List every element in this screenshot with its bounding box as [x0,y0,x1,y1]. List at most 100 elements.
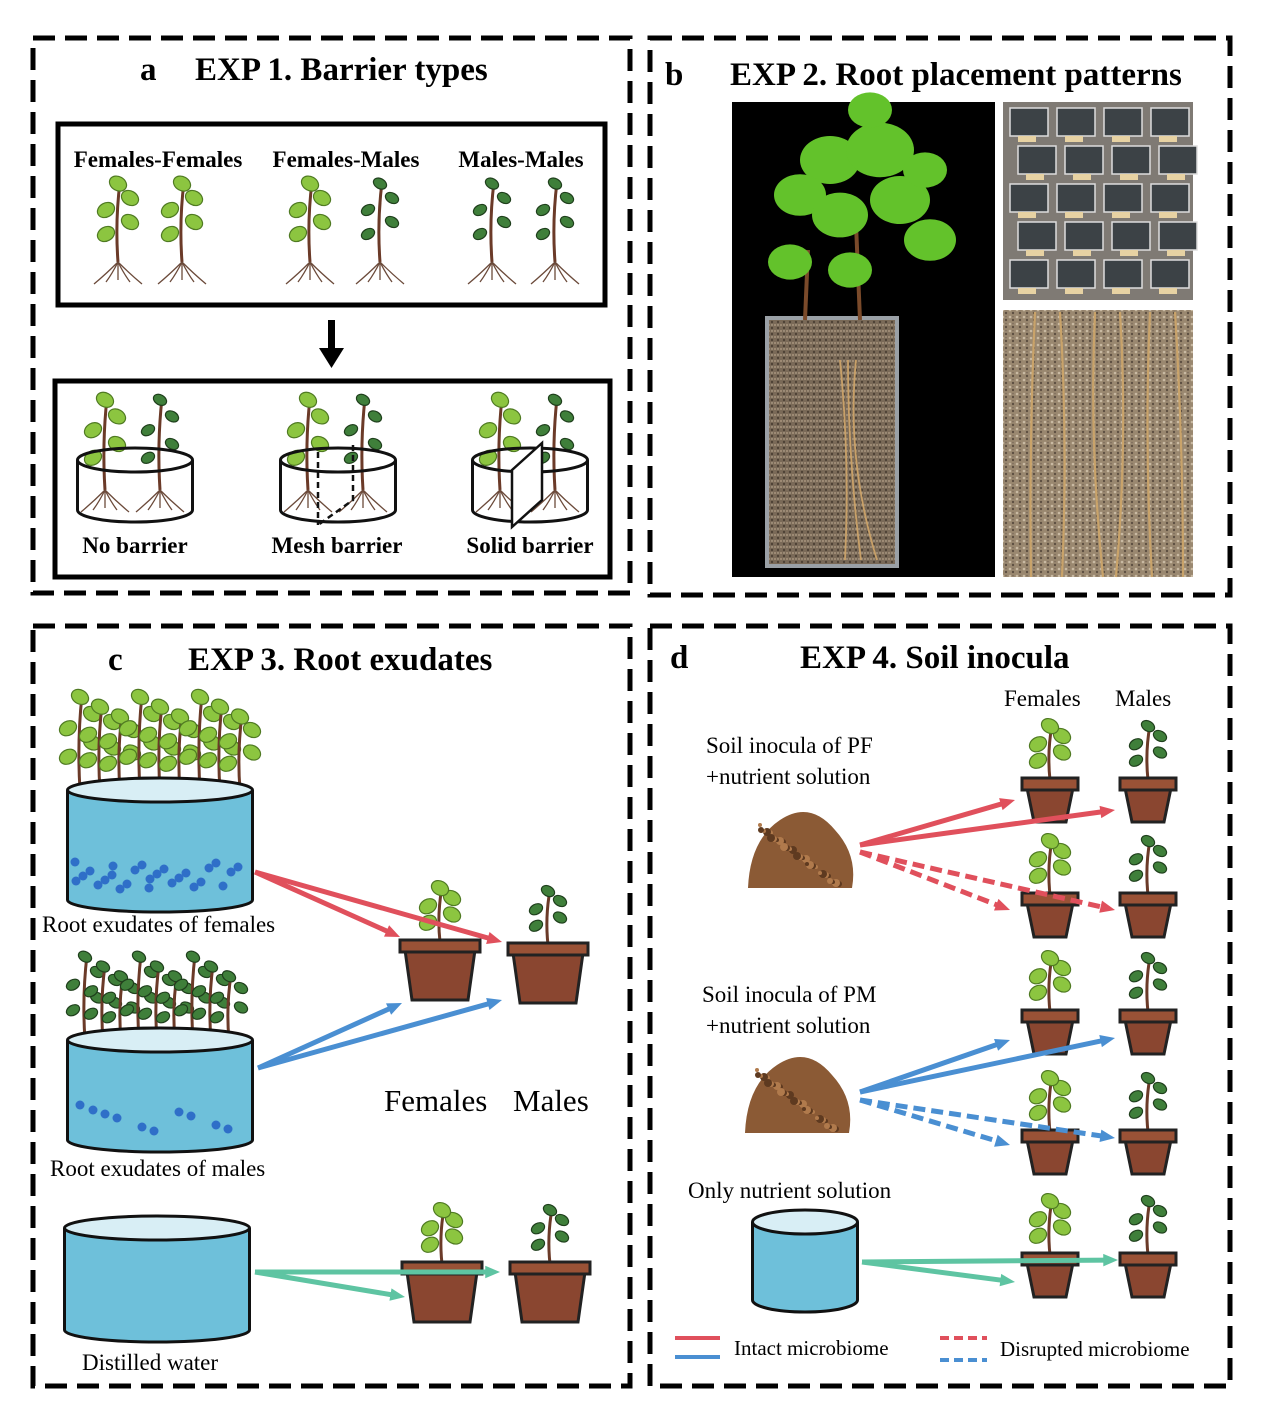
pot-body [1025,901,1075,939]
arrowhead [386,1003,402,1015]
stem [545,889,552,946]
leaf [535,424,551,437]
leaf [1152,1204,1168,1218]
leaf [1128,986,1144,999]
leaf [288,201,308,219]
leaf [221,970,237,983]
cylinder-body [63,1228,251,1344]
arrow-line [861,1257,1109,1265]
root [285,261,311,285]
root [491,261,517,285]
leaf [298,391,318,408]
photo-roots-closeup [1003,310,1193,578]
leaf [140,424,156,437]
panel-b-letter: b [665,57,683,93]
leaf [107,408,127,425]
male-seedling-icon [1128,1194,1168,1256]
male-seedling-icon [338,393,388,513]
leaf [310,435,330,453]
rhizobox [1103,259,1143,289]
soil-grain [777,1088,785,1096]
male-exudate-container-icon [66,1026,254,1154]
rhizobox [1150,259,1190,289]
rhizobox-clip [1018,136,1036,142]
cylinder-body [66,1040,254,1154]
leaf [484,177,500,190]
red-arrow [859,798,1015,848]
pot-rim [506,941,590,957]
exudate-dot [75,1100,85,1110]
soil-pile-icon [745,1057,851,1133]
arrow-line [859,849,1106,911]
rhizobox [1103,183,1143,213]
leaf [173,1004,189,1017]
male-seedling-icon [65,950,105,1041]
leaf [158,755,178,772]
root [554,489,568,511]
cylinder-body [66,790,254,914]
root [530,489,556,513]
cylinder-body [76,460,194,524]
panel-c-letter: c [108,642,123,678]
pot-rim [1118,776,1178,792]
female-seedling-icon [93,175,143,285]
arrow-line [861,1259,1006,1284]
leaf [1040,717,1060,735]
arrow-line [859,1040,1002,1095]
leaf [552,911,568,924]
leaf [528,903,544,916]
male-seedling-icon [467,177,517,285]
leaf [1152,1098,1168,1111]
soil-grain [758,827,764,833]
leaf [118,748,138,765]
pair-label-fm: Females-Males [273,147,420,172]
leaf [502,408,522,425]
stem [1145,1076,1152,1133]
leaf [496,191,512,205]
leaf [1128,970,1144,983]
barrier-label-mesh: Mesh barrier [272,533,403,558]
leaf [203,960,219,973]
exudate-dot [233,862,243,872]
stem [305,397,312,491]
female-seedling-icon [1028,717,1072,781]
leaf [137,985,153,998]
panel-a-border [30,35,633,596]
male-seedling-icon [1128,951,1168,1013]
panel-c-title: EXP 3. Root exudates [188,642,492,678]
root [379,261,393,283]
soil-grain [802,1107,806,1111]
leaf [119,978,135,991]
arrowhead [1099,900,1115,913]
blue-dashed-arrow [859,1097,1115,1142]
nutrient-solution-container-icon [751,1208,859,1314]
pot-body [1025,1261,1075,1299]
leaf [1040,949,1060,967]
female-seedling-icon [80,391,130,513]
leaf [1052,1219,1072,1236]
red-dashed-arrow [859,849,1115,913]
arrowhead [486,997,502,1010]
leaf [367,410,383,423]
leaf [233,981,249,995]
leaf [118,720,138,737]
leaf [150,698,170,715]
leaf [120,213,140,231]
pot-rim [1118,1251,1178,1267]
root [491,261,505,283]
leaf [286,422,306,439]
arrowhead [994,1134,1010,1147]
rhizobox-clip [1120,250,1138,256]
source-label-males: Root exudates of males [50,1156,265,1181]
leaf [535,203,551,217]
arrowhead [1099,805,1115,819]
leaf [372,177,388,190]
rhizobox-clip [1065,136,1083,142]
leaf [542,1203,558,1217]
leaf [559,437,575,451]
red-arrow [254,869,502,944]
pot-rim [1020,891,1080,907]
root [847,359,862,561]
pot-body [1123,1138,1173,1176]
